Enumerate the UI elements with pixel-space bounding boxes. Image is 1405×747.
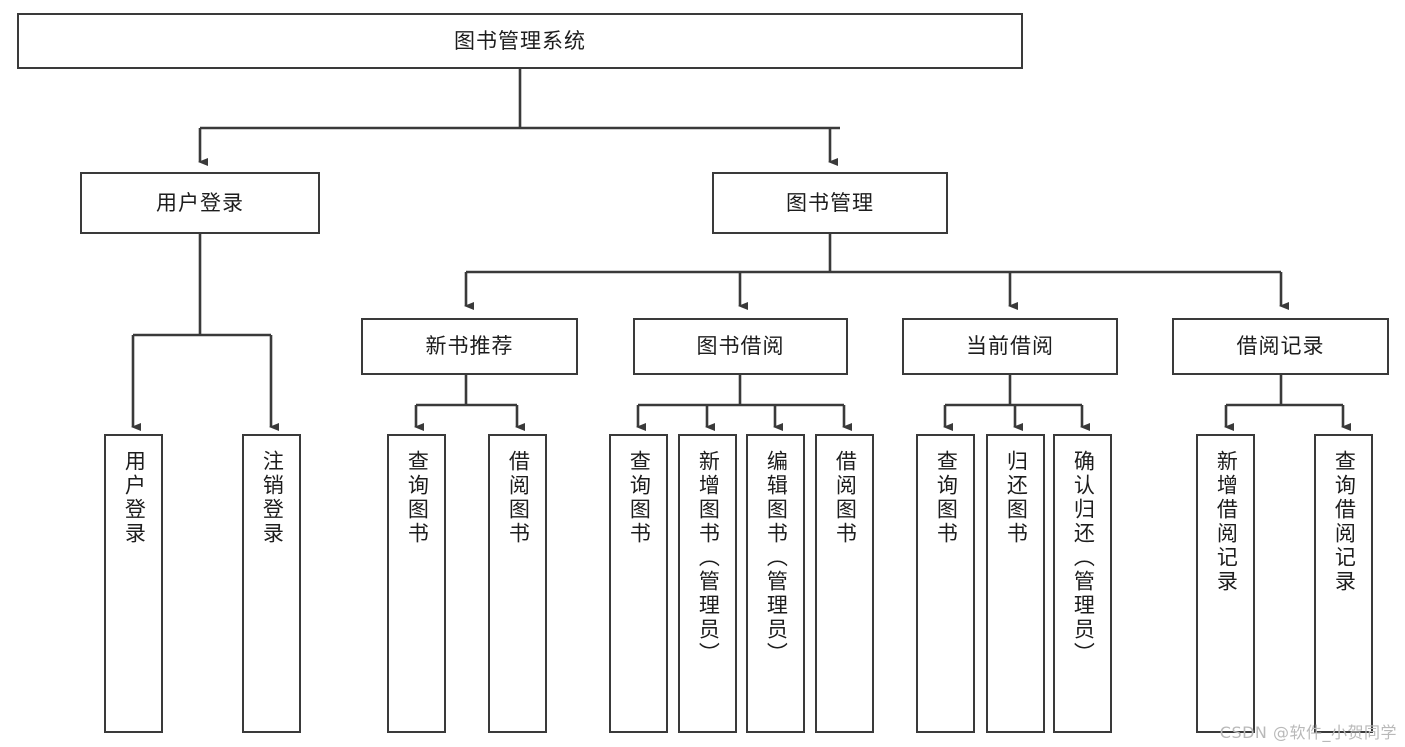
- leaf-current-confirm-return[interactable]: 确认归还（管理员）: [1053, 434, 1112, 733]
- node-user-login[interactable]: 用户登录: [80, 172, 320, 234]
- node-new-book-recommend[interactable]: 新书推荐: [361, 318, 578, 375]
- leaf-label: 借阅图书: [506, 450, 531, 546]
- leaf-new-book-query[interactable]: 查询图书: [387, 434, 446, 733]
- leaf-label: 归还图书: [1004, 450, 1029, 546]
- leaf-label: 新增图书（管理员）: [696, 450, 721, 666]
- node-borrow-record-label: 借阅记录: [1236, 334, 1325, 359]
- leaf-user-login-logout[interactable]: 注销登录: [242, 434, 301, 733]
- leaf-borrow-edit-book[interactable]: 编辑图书（管理员）: [746, 434, 805, 733]
- leaf-borrow-borrow-book[interactable]: 借阅图书: [815, 434, 874, 733]
- leaf-current-query-book[interactable]: 查询图书: [916, 434, 975, 733]
- watermark: CSDN @软件_小贺同学: [1219, 723, 1397, 742]
- leaf-current-return-book[interactable]: 归还图书: [986, 434, 1045, 733]
- leaf-label: 新增借阅记录: [1214, 450, 1239, 594]
- leaf-label: 查询借阅记录: [1332, 450, 1357, 594]
- leaf-label: 查询图书: [934, 450, 959, 546]
- leaf-record-add[interactable]: 新增借阅记录: [1196, 434, 1255, 733]
- node-root[interactable]: 图书管理系统: [17, 13, 1023, 69]
- node-borrow-record[interactable]: 借阅记录: [1172, 318, 1389, 375]
- leaf-borrow-add-book[interactable]: 新增图书（管理员）: [678, 434, 737, 733]
- node-new-book-recommend-label: 新书推荐: [425, 334, 514, 359]
- node-user-login-label: 用户登录: [156, 190, 244, 215]
- leaf-borrow-query-book[interactable]: 查询图书: [609, 434, 668, 733]
- node-book-management-label: 图书管理: [786, 190, 874, 215]
- node-book-borrow[interactable]: 图书借阅: [633, 318, 848, 375]
- node-book-management[interactable]: 图书管理: [712, 172, 948, 234]
- leaf-label: 查询图书: [627, 450, 652, 546]
- node-current-borrow-label: 当前借阅: [966, 334, 1054, 359]
- leaf-label: 注销登录: [260, 450, 285, 546]
- leaf-record-query[interactable]: 查询借阅记录: [1314, 434, 1373, 733]
- leaf-label: 查询图书: [405, 450, 430, 546]
- leaf-label: 借阅图书: [833, 450, 858, 546]
- node-book-borrow-label: 图书借阅: [696, 334, 785, 359]
- leaf-user-login-login[interactable]: 用户登录: [104, 434, 163, 733]
- leaf-label: 编辑图书（管理员）: [764, 450, 789, 666]
- node-current-borrow[interactable]: 当前借阅: [902, 318, 1118, 375]
- node-root-label: 图书管理系统: [454, 28, 586, 53]
- leaf-new-book-borrow[interactable]: 借阅图书: [488, 434, 547, 733]
- leaf-label: 用户登录: [122, 450, 147, 546]
- leaf-label: 确认归还（管理员）: [1071, 450, 1096, 666]
